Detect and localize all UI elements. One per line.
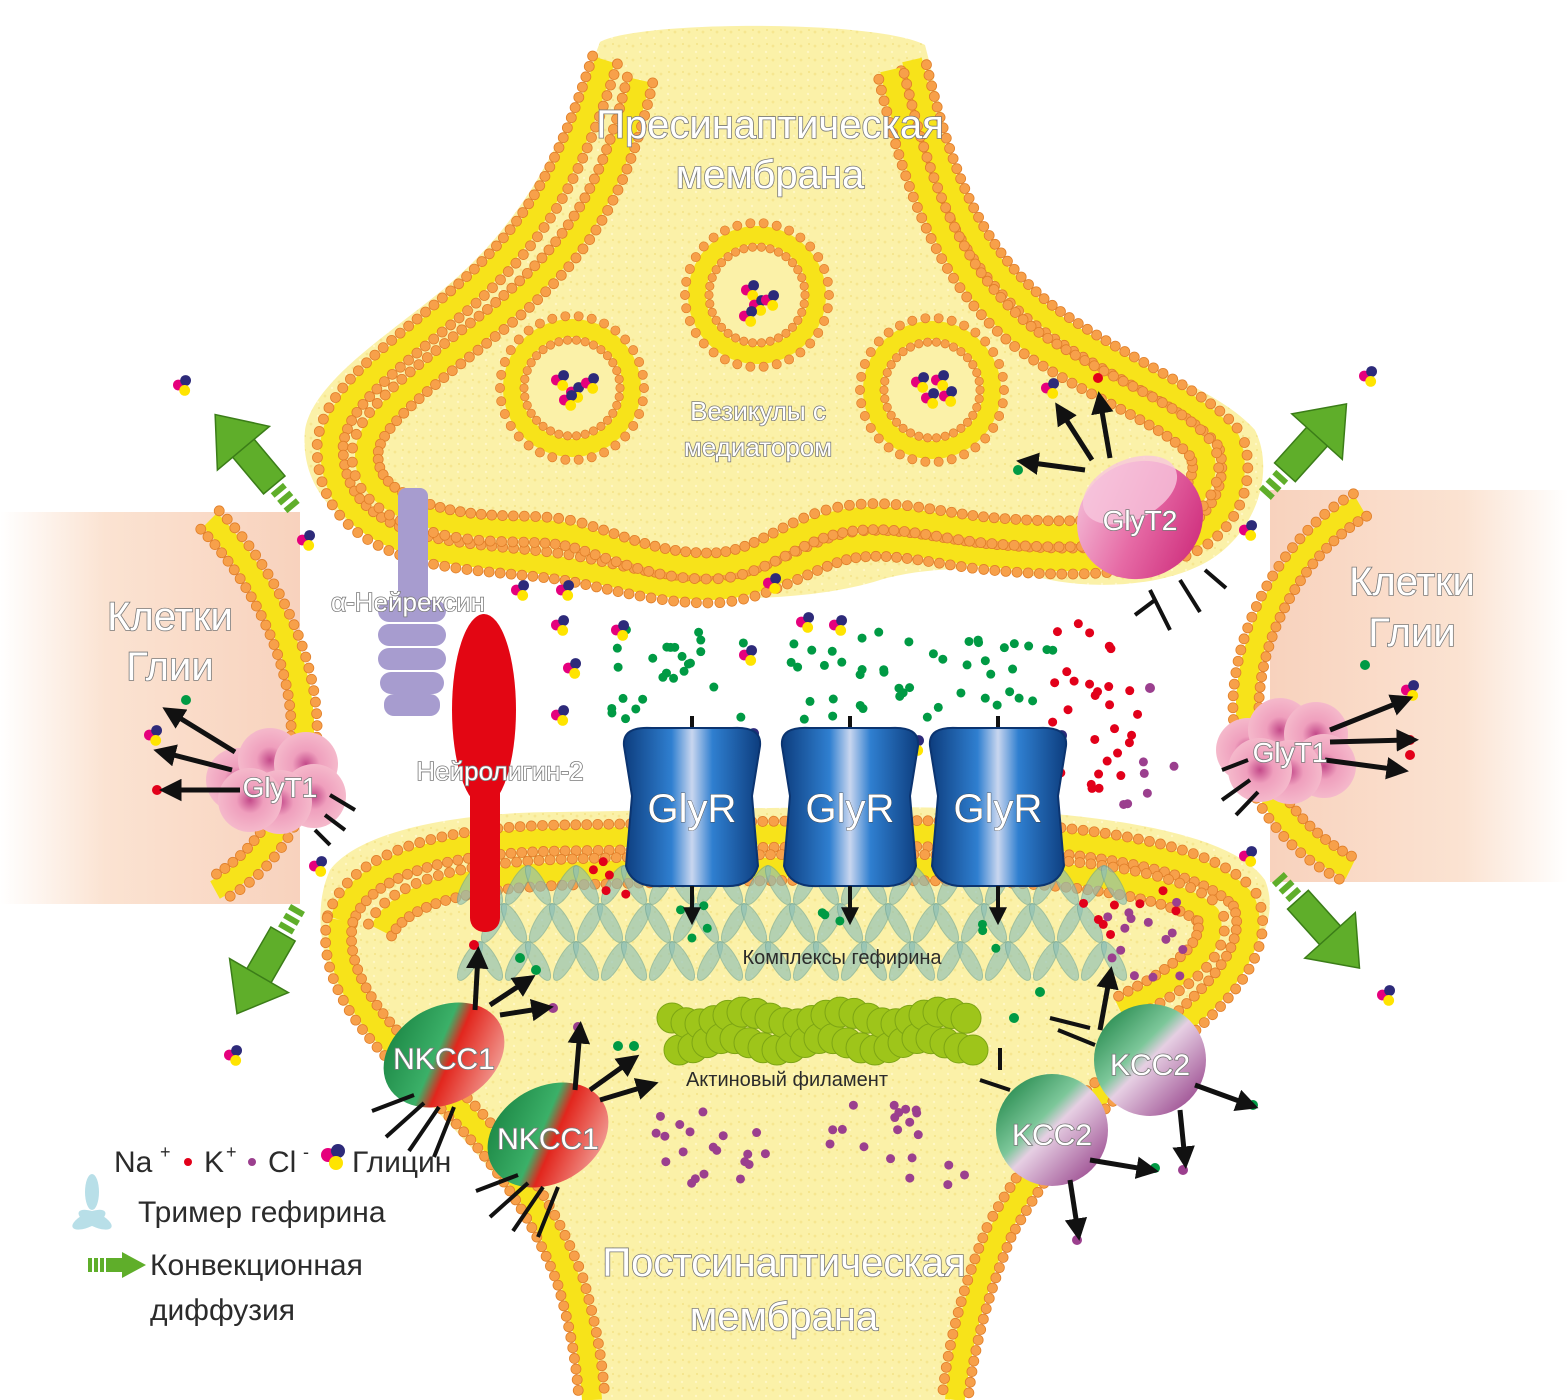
convection-arrow bbox=[214, 413, 300, 514]
glyr-label-1: GlyR bbox=[648, 787, 737, 831]
glyt1-left bbox=[206, 728, 346, 834]
glycine bbox=[796, 612, 814, 633]
glia-left-label: Клетки bbox=[107, 595, 233, 639]
convection-arrow bbox=[1258, 403, 1348, 500]
actin-label: Актиновый филамент bbox=[686, 1069, 888, 1091]
actin-filament bbox=[656, 996, 989, 1066]
neuroligin-label: Нейролигин-2 bbox=[416, 756, 583, 786]
glycine bbox=[1239, 846, 1257, 867]
glycine bbox=[1377, 985, 1395, 1006]
glycine bbox=[931, 370, 949, 391]
postsynaptic-label: Постсинаптическая bbox=[602, 1241, 965, 1285]
presynaptic-label: Пресинаптическая bbox=[596, 103, 944, 147]
legend-convection: Конвекционная bbox=[150, 1249, 363, 1282]
glyr-label-3: GlyR bbox=[954, 787, 1043, 831]
glycine bbox=[551, 705, 569, 726]
glycine bbox=[611, 620, 629, 641]
glyr-label-2: GlyR bbox=[806, 787, 895, 831]
legend-cl: Cl bbox=[268, 1146, 296, 1179]
glycine bbox=[763, 573, 781, 594]
legend-k-dot bbox=[248, 1158, 256, 1166]
gephyrin-complexes-label: Комплексы гефирина bbox=[742, 947, 942, 969]
glycine bbox=[551, 370, 569, 391]
glyt1-right-label: GlyT1 bbox=[1253, 737, 1328, 768]
glyr-receptor-2 bbox=[780, 716, 920, 926]
glyr-receptor-1 bbox=[622, 716, 762, 926]
glycine bbox=[563, 658, 581, 679]
glyt2 bbox=[1077, 455, 1228, 631]
glycine bbox=[739, 645, 757, 666]
alpha-neurexin bbox=[378, 488, 446, 716]
legend: Na + K + Cl - Глицин Тример гефирина Кон… bbox=[72, 1142, 451, 1327]
glycine bbox=[581, 373, 599, 394]
nkcc1-label-2: NKCC1 bbox=[497, 1123, 599, 1156]
legend-glycine: Глицин bbox=[352, 1146, 451, 1179]
glycine bbox=[761, 290, 779, 311]
kcc2-label-2: KCC2 bbox=[1012, 1119, 1092, 1152]
kcc2-2 bbox=[996, 1074, 1108, 1186]
nkcc1-1 bbox=[371, 1002, 505, 1158]
glycine bbox=[939, 386, 957, 407]
glycine bbox=[739, 306, 757, 327]
neurexin-label: α-Нейрексин bbox=[331, 587, 485, 617]
glycine bbox=[1239, 520, 1257, 541]
nkcc1-2 bbox=[475, 1082, 609, 1238]
transport-arrows bbox=[153, 391, 1419, 1241]
glycine bbox=[1401, 680, 1419, 701]
legend-na: Na bbox=[114, 1146, 153, 1179]
legend-convection-icon bbox=[88, 1252, 146, 1278]
legend-na-sup: + bbox=[160, 1142, 171, 1162]
membrane-proteins bbox=[206, 455, 1356, 1238]
glycine bbox=[559, 390, 577, 411]
glycine bbox=[829, 615, 847, 636]
glyt2-label: GlyT2 bbox=[1103, 505, 1178, 536]
nkcc1-label-1: NKCC1 bbox=[393, 1043, 495, 1076]
kcc2-1 bbox=[1094, 1004, 1206, 1116]
glycine bbox=[297, 530, 315, 551]
glycine bbox=[144, 725, 163, 746]
glycine bbox=[551, 615, 569, 636]
convection-arrow bbox=[1271, 872, 1361, 969]
glycine bbox=[173, 375, 192, 396]
legend-glycine-icon bbox=[321, 1144, 345, 1170]
glia-right-label: Клетки bbox=[1349, 560, 1475, 604]
kcc2-label-1: KCC2 bbox=[1110, 1049, 1190, 1082]
convection-arrows bbox=[214, 403, 1361, 1015]
glyt1-left-label: GlyT1 bbox=[243, 772, 318, 803]
glyr-receptor-3 bbox=[928, 716, 1068, 926]
glycine bbox=[1041, 378, 1059, 399]
neuroligin-2 bbox=[452, 614, 516, 932]
legend-k-sup: + bbox=[226, 1142, 237, 1162]
glycine bbox=[921, 388, 939, 409]
glycine bbox=[511, 580, 529, 601]
legend-k: K bbox=[204, 1146, 224, 1179]
presynaptic-label-2: мембрана bbox=[676, 153, 865, 197]
legend-gephyrin-trimer-icon bbox=[72, 1174, 112, 1230]
glycine bbox=[911, 372, 929, 393]
postsynaptic-label-2: мембрана bbox=[690, 1295, 879, 1339]
glycine bbox=[556, 580, 574, 601]
legend-gephyrin-trimer: Тример гефирина bbox=[138, 1196, 386, 1229]
convection-arrow bbox=[228, 904, 305, 1015]
glia-right-membrane bbox=[1227, 488, 1372, 885]
glia-right-label-2: Глии bbox=[1368, 611, 1455, 655]
glycine bbox=[741, 280, 759, 301]
vesicles-label-2: медиатором bbox=[684, 432, 832, 462]
glycine bbox=[309, 856, 327, 877]
legend-na-dot bbox=[184, 1158, 192, 1166]
legend-cl-sup: - bbox=[303, 1142, 309, 1162]
glia-left-label-2: Глии bbox=[126, 645, 213, 689]
legend-convection-2: диффузия bbox=[150, 1294, 295, 1327]
glycine bbox=[224, 1045, 243, 1066]
ions-layer bbox=[152, 373, 1415, 1245]
glycine bbox=[1359, 366, 1377, 387]
vesicles-label: Везикулы с bbox=[690, 396, 826, 426]
